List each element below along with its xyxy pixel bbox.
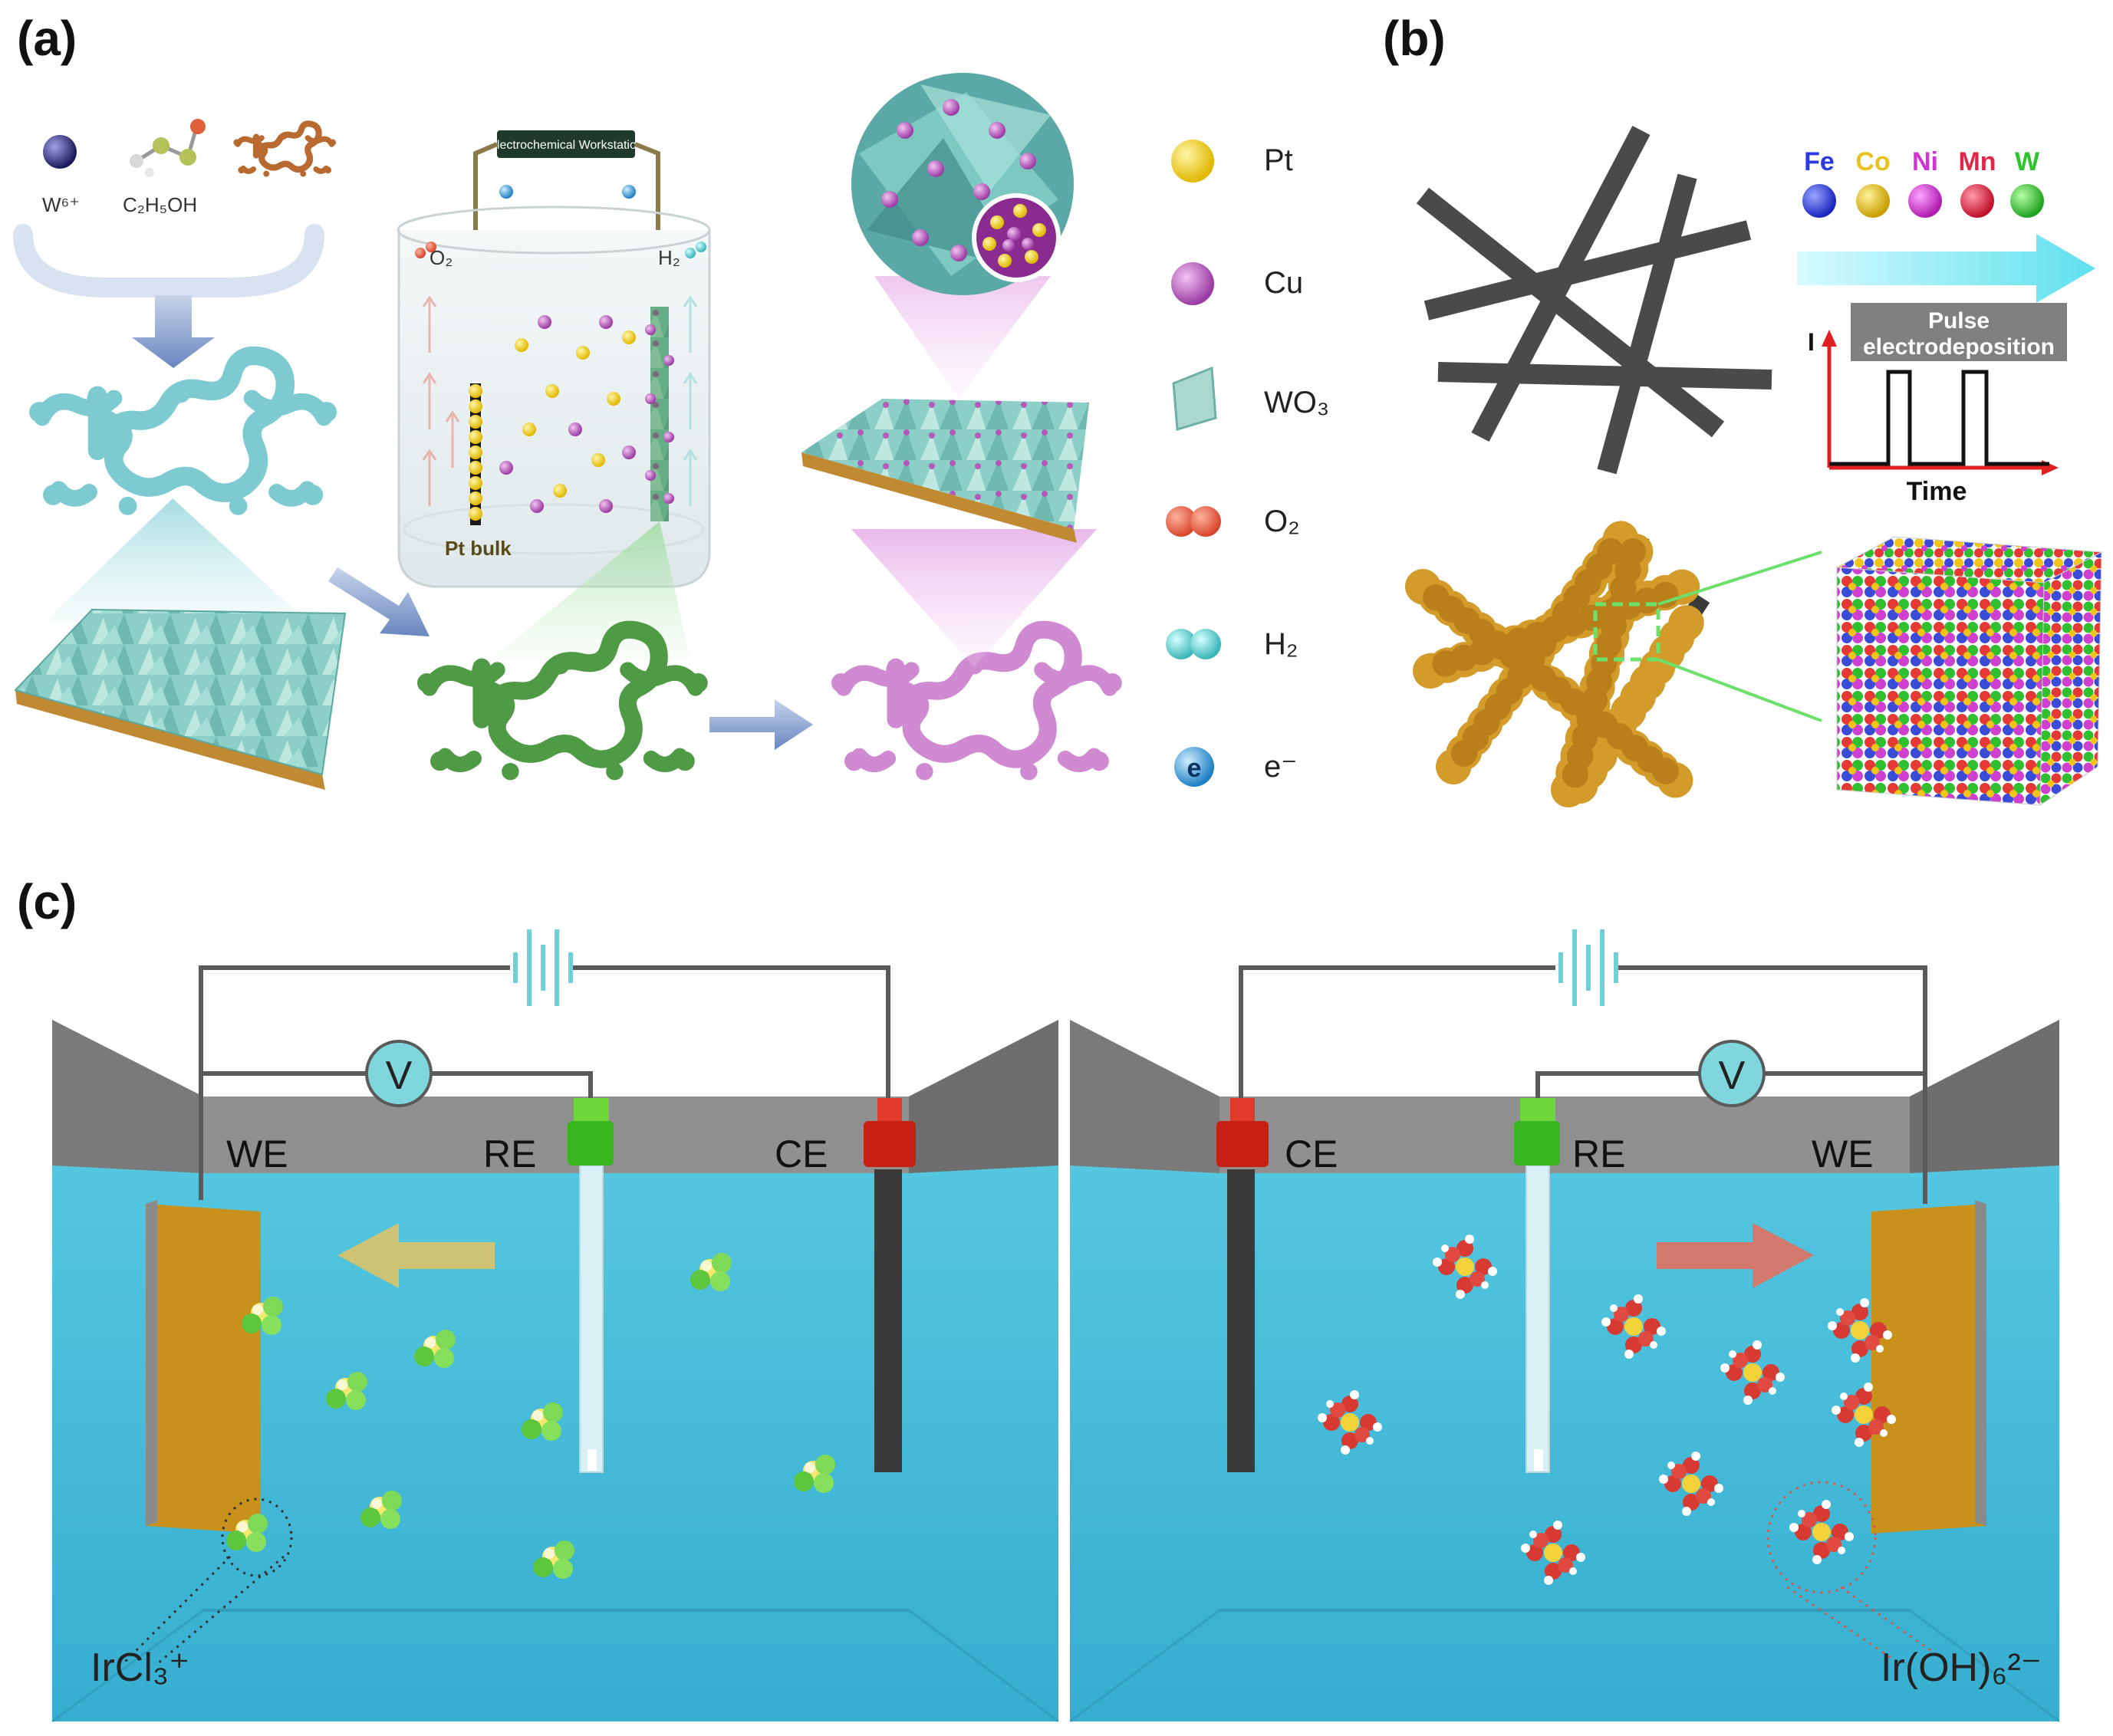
- ptcu-wo3-substrate: [801, 399, 1089, 543]
- legend-wo3-label: WO₃: [1264, 386, 1329, 419]
- right-voltmeter-label: V: [1719, 1054, 1746, 1098]
- electrochemical-cell: Electrochemical Workstation O₂ H₂ Pt bul…: [397, 130, 711, 588]
- pulse-x-label: Time: [1907, 477, 1967, 506]
- fe-sphere-icon: [1802, 184, 1836, 218]
- panel-c-label: (c): [17, 874, 77, 929]
- ethanol-molecule-icon: [130, 119, 206, 177]
- pulse-plot: I Time: [1808, 328, 2059, 506]
- pulse-title-line-2: electrodeposition: [1863, 334, 2055, 360]
- merge-bracket: [13, 224, 324, 298]
- left-ce-label: CE: [775, 1133, 828, 1175]
- ni-sphere-icon: [1908, 184, 1942, 218]
- left-reference-electrode: [568, 1098, 614, 1473]
- high-entropy-cube: [1835, 536, 2103, 806]
- right-reference-electrode: [1514, 1098, 1560, 1473]
- element-mn-label: Mn: [1958, 147, 1996, 176]
- right-ce-label: CE: [1285, 1133, 1338, 1175]
- left-migration-arrow: [337, 1223, 495, 1288]
- panel-a: (a) W⁶⁺ C₂H₅OH: [13, 11, 1329, 790]
- element-fe-label: Fe: [1804, 147, 1835, 176]
- element-ni-label: Ni: [1912, 147, 1938, 176]
- cof-framework-icon: [233, 123, 335, 176]
- precursor-ethanol-label: C₂H₅OH: [123, 193, 197, 216]
- voltmeter-icon: [365, 1040, 433, 1107]
- co-sphere-icon: [1856, 184, 1890, 218]
- pink-cone: [851, 529, 1097, 667]
- battery-icon: [513, 929, 573, 1006]
- pt-sphere-icon: [1171, 140, 1214, 182]
- wo3-substrate: [14, 608, 347, 790]
- down-arrow-icon: [132, 295, 215, 368]
- w-sphere-icon: [2010, 184, 2044, 218]
- right-arrow-icon: [709, 699, 813, 750]
- electron-icon: [622, 185, 636, 199]
- magnify-cone: [46, 498, 307, 621]
- left-voltmeter-label: V: [386, 1054, 413, 1098]
- legend-cu-label: Cu: [1264, 266, 1303, 300]
- pulse-title-line-1: Pulse: [1928, 308, 1990, 334]
- electron-icon: e: [1174, 747, 1214, 787]
- battery-icon: [1558, 929, 1618, 1006]
- right-counter-electrode: [1216, 1098, 1269, 1472]
- element-co-label: Co: [1855, 147, 1890, 176]
- pt-bulk-label: Pt bulk: [445, 537, 512, 560]
- right-working-electrode: [1871, 1200, 1986, 1534]
- left-working-electrode: [146, 1204, 261, 1534]
- right-cell: V CE RE WE: [1069, 929, 2060, 1724]
- left-cell: V WE RE CE: [51, 929, 1059, 1724]
- panel-b: (b) Fe Co Ni Mn W Pulse electrodeposit: [1383, 11, 2103, 807]
- zoom-box: [1593, 602, 1660, 662]
- right-we-label: WE: [1812, 1133, 1874, 1175]
- wo3-framework-icon: [29, 356, 336, 515]
- h2-gas-label: H₂: [658, 246, 680, 269]
- precursor-w6-label: W⁶⁺: [42, 193, 80, 216]
- mn-sphere-icon: [1960, 184, 1994, 218]
- panel-b-label: (b): [1383, 11, 1446, 66]
- legend-h2-label: H₂: [1264, 627, 1298, 661]
- wo3-slab-icon: [1172, 366, 1217, 431]
- voltmeter-icon: [1698, 1040, 1766, 1107]
- left-re-label: RE: [483, 1133, 536, 1175]
- right-re-label: RE: [1572, 1133, 1625, 1175]
- w6-ion-icon: [43, 135, 77, 169]
- svg-text:e: e: [1187, 754, 1202, 783]
- h2-molecule-icon: [1166, 629, 1221, 659]
- right-ion-label: Ir(OH)₆²⁻: [1881, 1646, 2042, 1690]
- legend: Pt Cu WO₃ O₂ H₂ e e⁻: [1166, 140, 1329, 787]
- o2-molecule-icon: [1166, 506, 1221, 537]
- coated-fiber-network: [1405, 519, 1822, 807]
- right-migration-arrow: [1657, 1223, 1814, 1288]
- legend-pt-label: Pt: [1264, 143, 1293, 177]
- workstation-label: Electrochemical Workstation: [489, 139, 643, 152]
- process-arrow-icon: [1797, 234, 2095, 303]
- panel-a-label: (a): [17, 11, 77, 66]
- legend-o2-label: O₂: [1264, 505, 1300, 538]
- left-counter-electrode: [864, 1098, 916, 1472]
- element-legend: Fe Co Ni Mn W: [1802, 147, 2044, 218]
- pulse-waveform: [1829, 370, 2049, 466]
- cu-sphere-icon: [1171, 262, 1214, 305]
- magnified-view: [851, 73, 1074, 295]
- left-we-label: WE: [226, 1133, 288, 1175]
- pulse-title-box: [1851, 303, 2067, 361]
- panel-c: (c): [17, 874, 2060, 1724]
- fiber-network: [1416, 125, 1772, 475]
- legend-e-label: e⁻: [1264, 750, 1297, 784]
- pulse-y-label: I: [1808, 328, 1815, 356]
- electron-icon: [499, 185, 513, 199]
- element-w-label: W: [2015, 147, 2040, 176]
- left-ion-label: IrCl₃⁺: [91, 1646, 190, 1690]
- diagonal-arrow-icon: [328, 567, 430, 636]
- precursors: W⁶⁺ C₂H₅OH: [42, 119, 336, 216]
